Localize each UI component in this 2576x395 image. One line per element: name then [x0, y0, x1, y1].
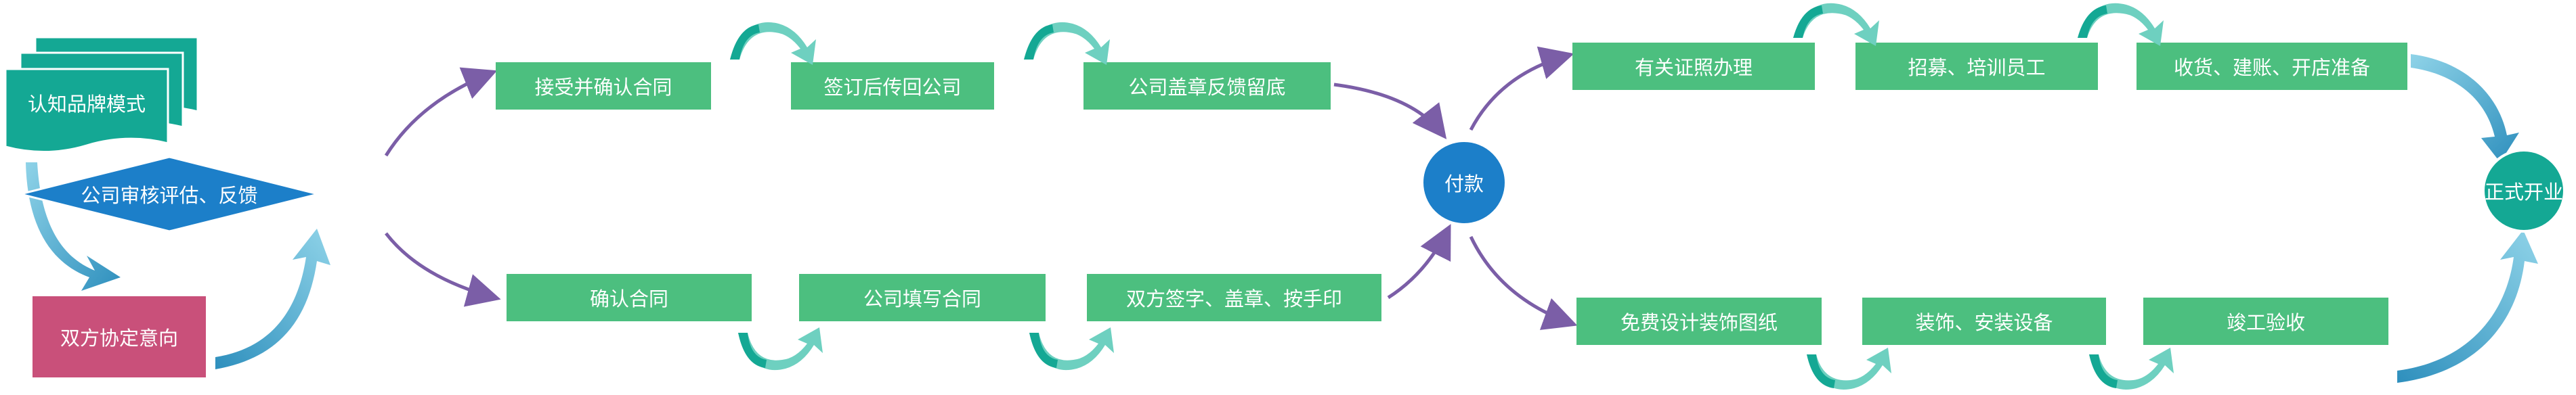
lower-arc-1 [738, 327, 823, 371]
arrow-payment-to-upper-track [1469, 46, 1574, 131]
upper-step-box-2 [791, 62, 994, 110]
upper-track-box-2 [1855, 43, 2098, 90]
arrow-lower-to-payment [1387, 224, 1451, 300]
lower-track-box-1 [1576, 298, 1822, 345]
curve-arrow-lower-to-end [2397, 230, 2538, 383]
arrow-upper-to-payment [1333, 83, 1447, 139]
lower-step-box-2 [799, 274, 1046, 321]
lower-track-box-3 [2143, 298, 2388, 345]
upper-track-box-3 [2137, 43, 2407, 90]
brand-mode-document [4, 36, 199, 153]
curve-arrow-upper-to-end [2411, 54, 2519, 162]
lower-track-arc-1 [1807, 348, 1891, 390]
arrow-review-to-lower [385, 232, 501, 307]
lower-arc-2 [1029, 327, 1114, 371]
curve-arrow-brand-to-intent [26, 162, 121, 291]
upper-track-box-1 [1572, 43, 1815, 90]
curve-arrow-intent-to-review [215, 229, 330, 369]
lower-step-box-1 [507, 274, 752, 321]
upper-step-box-1 [496, 62, 711, 110]
upper-step-box-3 [1083, 62, 1331, 110]
arrow-payment-to-lower-track [1469, 235, 1578, 330]
lower-step-box-3 [1087, 274, 1381, 321]
upper-arc-1 [730, 22, 816, 65]
arrow-review-to-upper [384, 67, 498, 157]
upper-track-arc-1 [1793, 3, 1879, 46]
review-diamond [20, 156, 319, 233]
lower-track-arc-2 [2089, 348, 2174, 390]
lower-track-box-2 [1862, 298, 2106, 345]
intent-box [33, 296, 206, 377]
upper-arc-2 [1024, 22, 1110, 65]
grand-opening-circle [2482, 149, 2566, 233]
payment-circle [1421, 139, 1507, 226]
upper-track-arc-2 [2078, 3, 2164, 46]
